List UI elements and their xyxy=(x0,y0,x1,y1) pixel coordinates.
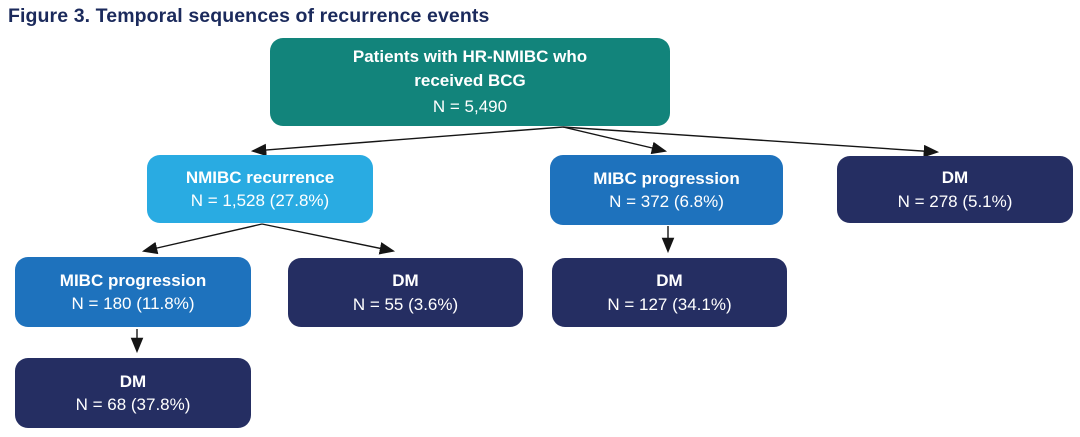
arrow-root-to-nmibc-recurrence xyxy=(250,126,564,157)
node-label: DM xyxy=(656,271,683,291)
arrow-root-to-mibc-progression xyxy=(562,126,668,155)
node-label: DM xyxy=(392,271,419,291)
node-value: N = 127 (34.1%) xyxy=(607,294,732,314)
node-label: DM xyxy=(941,168,969,188)
node-value: N = 55 (3.6%) xyxy=(352,294,459,314)
node-dm-after-recurrence-progression: DM N = 68 (37.8%) xyxy=(15,358,251,428)
node-label: NMIBC recurrence xyxy=(185,167,335,187)
node-nmibc-recurrence: NMIBC recurrence N = 1,528 (27.8%) xyxy=(147,155,373,223)
node-value: N = 5,490 xyxy=(432,97,508,117)
node-dm-after-recurrence: DM N = 55 (3.6%) xyxy=(288,258,523,327)
figure-title: Figure 3. Temporal sequences of recurren… xyxy=(8,5,490,27)
arrow-recurrence-to-mibc-progression xyxy=(141,223,263,255)
node-label: MIBC progression xyxy=(593,168,740,188)
node-mibc-progression-after-recurrence: MIBC progression N = 180 (11.8%) xyxy=(15,257,251,327)
arrow-root-to-dm xyxy=(562,126,940,158)
arrow-recurrence-to-dm xyxy=(261,223,396,255)
node-value: N = 278 (5.1%) xyxy=(897,191,1013,211)
node-label: MIBC progression xyxy=(59,270,207,290)
node-dm-after-root: DM N = 278 (5.1%) xyxy=(837,156,1073,223)
node-value: N = 1,528 (27.8%) xyxy=(190,191,330,210)
node-label: Patients with HR-NMIBC who received BCG xyxy=(352,47,588,90)
node-value: N = 372 (6.8%) xyxy=(609,192,724,211)
node-mibc-progression-after-root: MIBC progression N = 372 (6.8%) xyxy=(550,155,783,225)
node-value: N = 180 (11.8%) xyxy=(71,294,195,313)
node-dm-after-progression: DM N = 127 (34.1%) xyxy=(552,258,787,327)
node-label: DM xyxy=(119,371,147,391)
node-value: N = 68 (37.8%) xyxy=(75,395,191,414)
node-root-patients: Patients with HR-NMIBC who received BCG … xyxy=(270,38,670,126)
